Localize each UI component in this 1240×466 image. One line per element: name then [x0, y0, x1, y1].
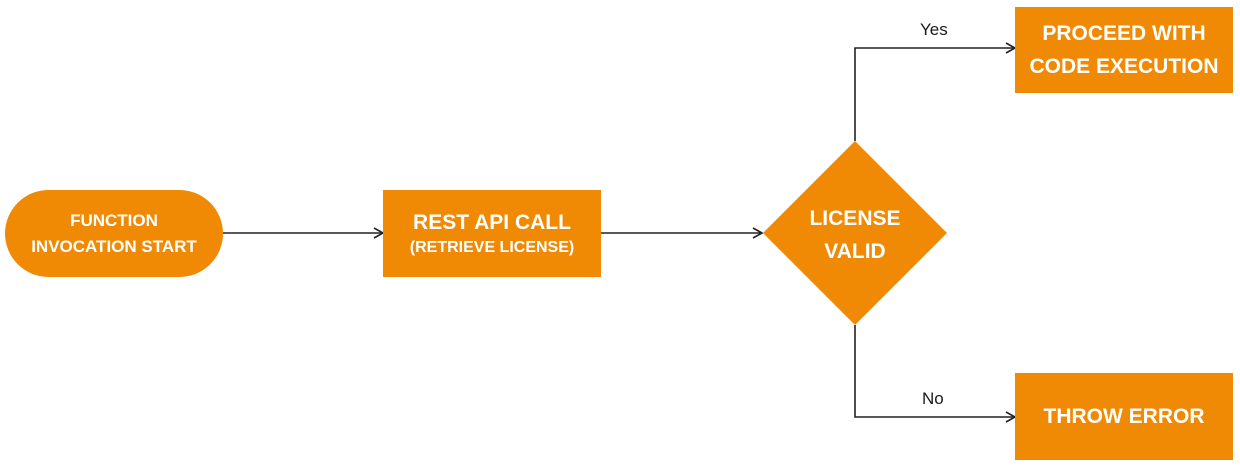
- start-node-line2: INVOCATION START: [31, 236, 197, 256]
- decision-node-label: LICENSE VALID: [774, 200, 936, 270]
- yes-edge-label: Yes: [920, 20, 948, 39]
- rest-api-call-node: REST API CALL (RETRIEVE LICENSE): [383, 190, 601, 277]
- start-node-line1: FUNCTION: [70, 210, 158, 230]
- throw-error-label: THROW ERROR: [1043, 404, 1205, 428]
- rest-api-call-subtitle: (RETRIEVE LICENSE): [409, 239, 575, 256]
- start-node: FUNCTION INVOCATION START: [5, 190, 223, 277]
- decision-line1: LICENSE: [809, 207, 901, 230]
- no-edge-label: No: [922, 389, 944, 408]
- throw-error-node: THROW ERROR: [1015, 373, 1233, 460]
- arrow-decision-to-error: [854, 325, 1017, 423]
- decision-diamond: [763, 141, 947, 325]
- rest-api-call-title: REST API CALL: [413, 211, 571, 234]
- proceed-line1: PROCEED WITH: [1042, 22, 1206, 45]
- proceed-line2: CODE EXECUTION: [1029, 55, 1219, 78]
- decision-line2: VALID: [824, 240, 886, 263]
- proceed-node: PROCEED WITH CODE EXECUTION: [1015, 7, 1233, 93]
- arrow-decision-to-proceed: [854, 42, 1017, 141]
